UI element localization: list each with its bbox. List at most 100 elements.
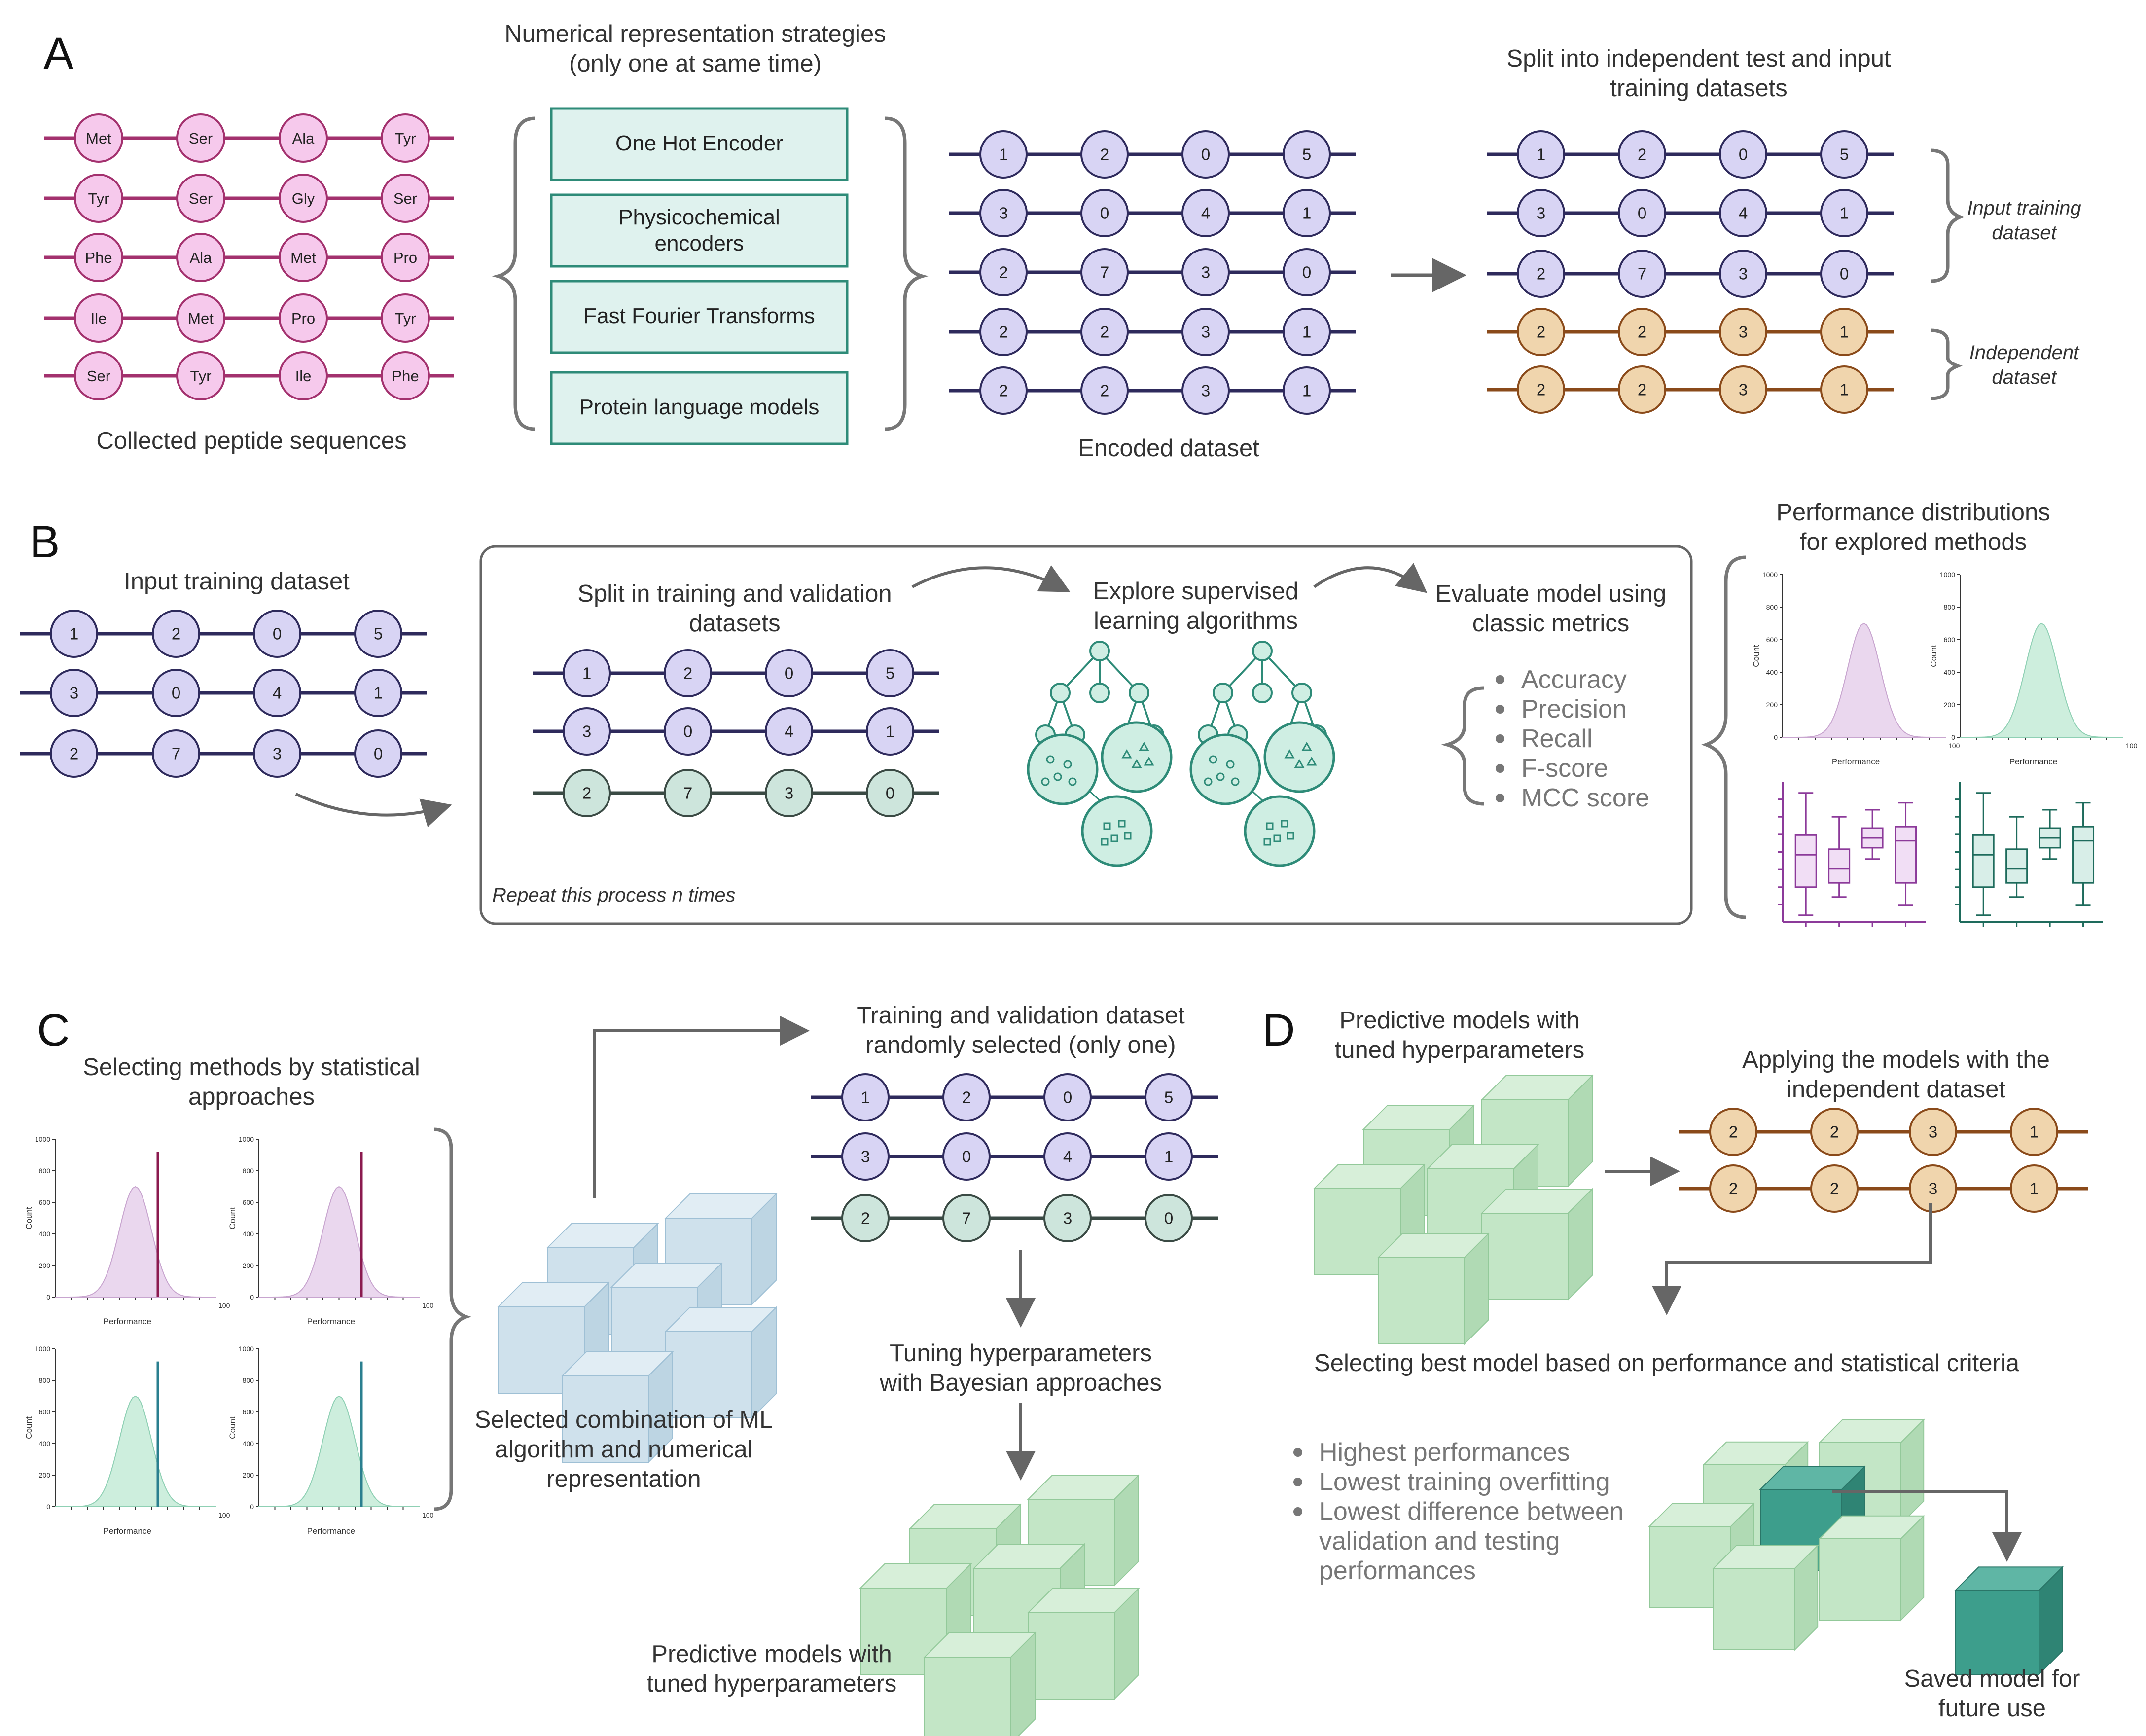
combo-caption-line1: Selected combination of ML (475, 1407, 773, 1433)
sequence-node-label: 1 (1302, 382, 1311, 400)
sequence-node-label: 3 (1929, 1180, 1937, 1198)
cube-face (1713, 1568, 1795, 1650)
sequence-node (841, 1073, 890, 1121)
cube-face (665, 1331, 752, 1418)
sequence-node-label: 2 (999, 323, 1008, 341)
predictive-caption-line1: Predictive models with (651, 1641, 892, 1667)
selection-charts: 10008006004002000100PerformanceCount1000… (24, 1135, 434, 1536)
chart-y-tick-label: 800 (39, 1167, 51, 1175)
cluster-point (1063, 760, 1072, 769)
sequence-node-label: 3 (1739, 265, 1748, 283)
sequence-node (74, 293, 123, 343)
sequence-node (2010, 1164, 2058, 1213)
saved-model-cube (1954, 1565, 2064, 1676)
sequence-node (176, 351, 225, 400)
applying-title-line1: Applying the models with the (1742, 1047, 2050, 1073)
cube-face (1481, 1213, 1569, 1300)
tree-node (1252, 683, 1273, 703)
sequence-node (563, 707, 611, 756)
sequence-node (354, 729, 402, 778)
sequence-node-label: 3 (861, 1148, 870, 1166)
sequence-node-label: 2 (683, 664, 692, 683)
sequence-node (1618, 250, 1666, 298)
svg-text:Fast Fourier Transforms: Fast Fourier Transforms (583, 304, 815, 328)
chart-y-label: Count (1752, 645, 1761, 667)
sequence-node (1820, 189, 1868, 237)
sequence-node (1719, 130, 1767, 179)
chart-y-tick-label: 0 (46, 1503, 50, 1511)
sequence-node-label: 0 (1063, 1088, 1072, 1107)
chart-y-tick-label: 200 (243, 1471, 254, 1479)
arrow-to-trainval (593, 1016, 810, 1198)
cluster-point (1068, 777, 1077, 786)
sequence-node (279, 174, 328, 223)
boxplot-box (1828, 848, 1851, 884)
sequence-node (1181, 189, 1230, 237)
sequence-node-label: 2 (1537, 381, 1545, 399)
chart-y-tick-label: 400 (1944, 668, 1956, 676)
sequence-node (1181, 366, 1230, 415)
chart-y-tick-label: 800 (1766, 603, 1778, 611)
sequence-node-label: 1 (374, 684, 383, 702)
chart-y-tick-label: 1000 (35, 1345, 50, 1353)
sequence-node-label: 2 (1100, 382, 1109, 400)
sequence-node-label: 1 (70, 625, 78, 643)
cluster (1189, 733, 1261, 805)
sequence-node (664, 649, 712, 697)
sequence-node-label: 7 (683, 784, 692, 802)
sequence-node-label: 0 (785, 664, 793, 683)
training-brace (1930, 148, 1965, 283)
chart-y-tick-label: 0 (1951, 733, 1955, 741)
sequence-node (1618, 365, 1666, 414)
sequence-node-label: 1 (1164, 1148, 1173, 1166)
chart-y-tick-label: 600 (1944, 636, 1956, 644)
sequence-node-label: 1 (886, 723, 894, 741)
sequence-node-label: Ser (189, 190, 213, 207)
sequence-node-label: 2 (1100, 323, 1109, 341)
sequence-node (253, 729, 301, 778)
sequence-node-label: 4 (1739, 204, 1748, 222)
saved-caption-line2: future use (1938, 1695, 2046, 1722)
sequence-node (279, 233, 328, 282)
chart-y-tick-label: 0 (250, 1503, 254, 1511)
sequence-node-label: Tyr (88, 190, 109, 207)
chart-x-label: Performance (307, 1317, 355, 1326)
cube-face (1114, 1587, 1139, 1700)
sequence-node-label: 0 (962, 1148, 971, 1166)
cluster-point (1226, 760, 1235, 769)
cluster-point (1287, 832, 1294, 840)
metric-bullet (1496, 705, 1504, 714)
chart-y-tick-label: 200 (1944, 701, 1956, 709)
sequence-node-label: 0 (1638, 204, 1646, 222)
sequence-node (942, 1132, 991, 1181)
sequence-node-label: 2 (1729, 1123, 1738, 1141)
chart-x-label: Performance (2009, 757, 2057, 766)
chart-y-tick-label: 600 (243, 1408, 254, 1416)
strategies-title-line2: (only one at same time) (569, 50, 822, 77)
svg-text:Protein language models: Protein language models (579, 395, 820, 419)
sequence-node-label: 5 (374, 625, 383, 643)
cluster-point (1101, 838, 1109, 846)
arrow-to-loop (295, 793, 452, 828)
sequence-node (1820, 250, 1868, 298)
sequence-node (279, 113, 328, 163)
perf-title-line1: Performance distributions (1776, 499, 2050, 526)
tree-node (1291, 683, 1312, 703)
sequence-node-label: 1 (1302, 204, 1311, 222)
sequence-node-label: 0 (1100, 204, 1109, 222)
sequence-node-label: 3 (999, 204, 1008, 222)
sequence-node (1080, 366, 1129, 415)
sequence-node (381, 293, 430, 343)
encoder-plm: Protein language models (550, 371, 849, 445)
criteria-item: Lowest training overfitting (1319, 1468, 1610, 1496)
chart-y-tick-label: 0 (1774, 733, 1778, 741)
cluster-point (1110, 834, 1118, 842)
chart-y-tick-label: 1000 (35, 1135, 50, 1143)
panel-c-label: C (37, 1005, 70, 1055)
input-training-label-line2: dataset (1992, 222, 2057, 244)
sequence-node-label: 2 (999, 263, 1008, 282)
sequence-node-label: 0 (172, 684, 180, 702)
sequence-node-label: 1 (582, 664, 591, 683)
